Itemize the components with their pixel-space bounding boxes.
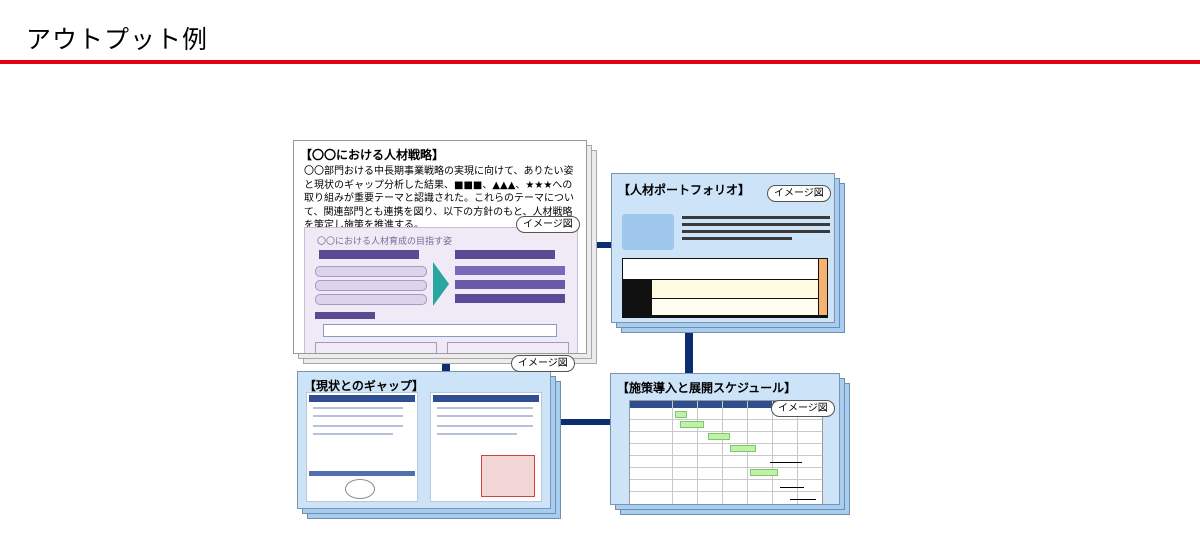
- schedule-task-bar: [680, 421, 704, 428]
- schedule-divider: [747, 401, 748, 504]
- diagram-item: [315, 280, 427, 291]
- portfolio-thumbnail: [622, 214, 674, 250]
- card-title: 【〇〇における人材戦略】: [300, 148, 445, 162]
- panel-subheader: [309, 471, 415, 476]
- schedule-divider: [722, 401, 723, 504]
- card-body-text: 〇〇部門おける中長期事業戦略の実現に向けて、ありたい姿と現状のギャップ分析した結…: [304, 166, 574, 231]
- panel-line: [437, 425, 533, 427]
- table-accent-column: [819, 259, 827, 315]
- diagram-header-left: [319, 250, 419, 259]
- panel-line: [437, 415, 533, 417]
- schedule-row: [630, 467, 822, 468]
- radar-chart-icon: [345, 479, 375, 499]
- portfolio-table: [622, 258, 828, 318]
- schedule-task-bar: [750, 469, 778, 476]
- schedule-row: [630, 443, 822, 444]
- table-body: [652, 299, 818, 315]
- schedule-divider: [772, 401, 773, 504]
- card-title: 【施策導入と展開スケジュール】: [617, 381, 797, 395]
- connector-portfolio-schedule: [685, 327, 693, 375]
- schedule-arrow: [770, 462, 802, 463]
- schedule-row: [630, 455, 822, 456]
- diagram-title: 〇〇における人材育成の目指す姿: [317, 237, 453, 247]
- image-badge: イメージ図: [767, 185, 831, 202]
- schedule-divider: [672, 401, 673, 504]
- portfolio-text-line: [682, 237, 792, 240]
- schedule-task-bar: [730, 445, 756, 452]
- diagram-group-right: [447, 342, 569, 353]
- panel-header: [309, 395, 415, 402]
- schedule-grid: [629, 400, 823, 504]
- schedule-task-bar: [708, 433, 730, 440]
- card-front: 【〇〇における人材戦略】 〇〇部門おける中長期事業戦略の実現に向けて、ありたい姿…: [293, 140, 587, 354]
- panel-header: [433, 395, 539, 402]
- schedule-row: [630, 419, 822, 420]
- card-front: 【施策導入と展開スケジュール】 イメージ図: [610, 373, 840, 505]
- portfolio-text-line: [682, 216, 830, 219]
- diagram-goal: [455, 280, 565, 289]
- panel-line: [313, 433, 393, 435]
- image-badge: イメージ図: [511, 355, 575, 372]
- diagram-header-right: [455, 250, 555, 259]
- strategy-diagram: 〇〇における人材育成の目指す姿: [304, 227, 578, 353]
- page-title: アウトプット例: [26, 25, 209, 54]
- portfolio-text-line: [682, 230, 830, 233]
- gap-panel-left: [306, 392, 418, 502]
- panel-line: [437, 433, 517, 435]
- diagram-goal: [455, 294, 565, 303]
- schedule-task-bar: [675, 411, 687, 418]
- image-badge: イメージ図: [516, 216, 580, 233]
- card-front: 【現状とのギャップ】: [297, 371, 551, 509]
- gap-panel-right: [430, 392, 542, 502]
- diagram-policy-box: [323, 324, 557, 337]
- connector-gap-schedule: [560, 419, 614, 425]
- schedule-divider: [697, 401, 698, 504]
- diagram-item: [315, 266, 427, 277]
- title-underline: [0, 60, 1200, 64]
- diagram-group-left: [315, 342, 437, 353]
- panel-line: [313, 425, 403, 427]
- diagram-item: [315, 294, 427, 305]
- table-body: [652, 280, 818, 298]
- panel-line: [437, 407, 533, 409]
- schedule-row: [630, 491, 822, 492]
- schedule-row: [630, 431, 822, 432]
- table-header: [623, 259, 818, 279]
- bubble-chart-icon: [481, 455, 535, 497]
- diagram-arrow: [433, 262, 449, 306]
- schedule-arrow: [780, 487, 804, 488]
- card-front: 【人材ポートフォリオ】 イメージ図: [611, 173, 835, 323]
- panel-line: [313, 415, 403, 417]
- schedule-header: [630, 401, 822, 408]
- card-title: 【人材ポートフォリオ】: [618, 183, 751, 197]
- schedule-row: [630, 479, 822, 480]
- card-title: 【現状とのギャップ】: [304, 379, 424, 393]
- panel-line: [313, 407, 403, 409]
- diagram-goal: [455, 266, 565, 275]
- diagram-subheader: [315, 312, 375, 319]
- schedule-arrow: [790, 499, 816, 500]
- portfolio-text-line: [682, 223, 830, 226]
- image-badge: イメージ図: [771, 400, 835, 417]
- connector-strategy-gap: [442, 354, 450, 374]
- schedule-divider: [797, 401, 798, 504]
- connector-strategy-portfolio: [588, 242, 614, 248]
